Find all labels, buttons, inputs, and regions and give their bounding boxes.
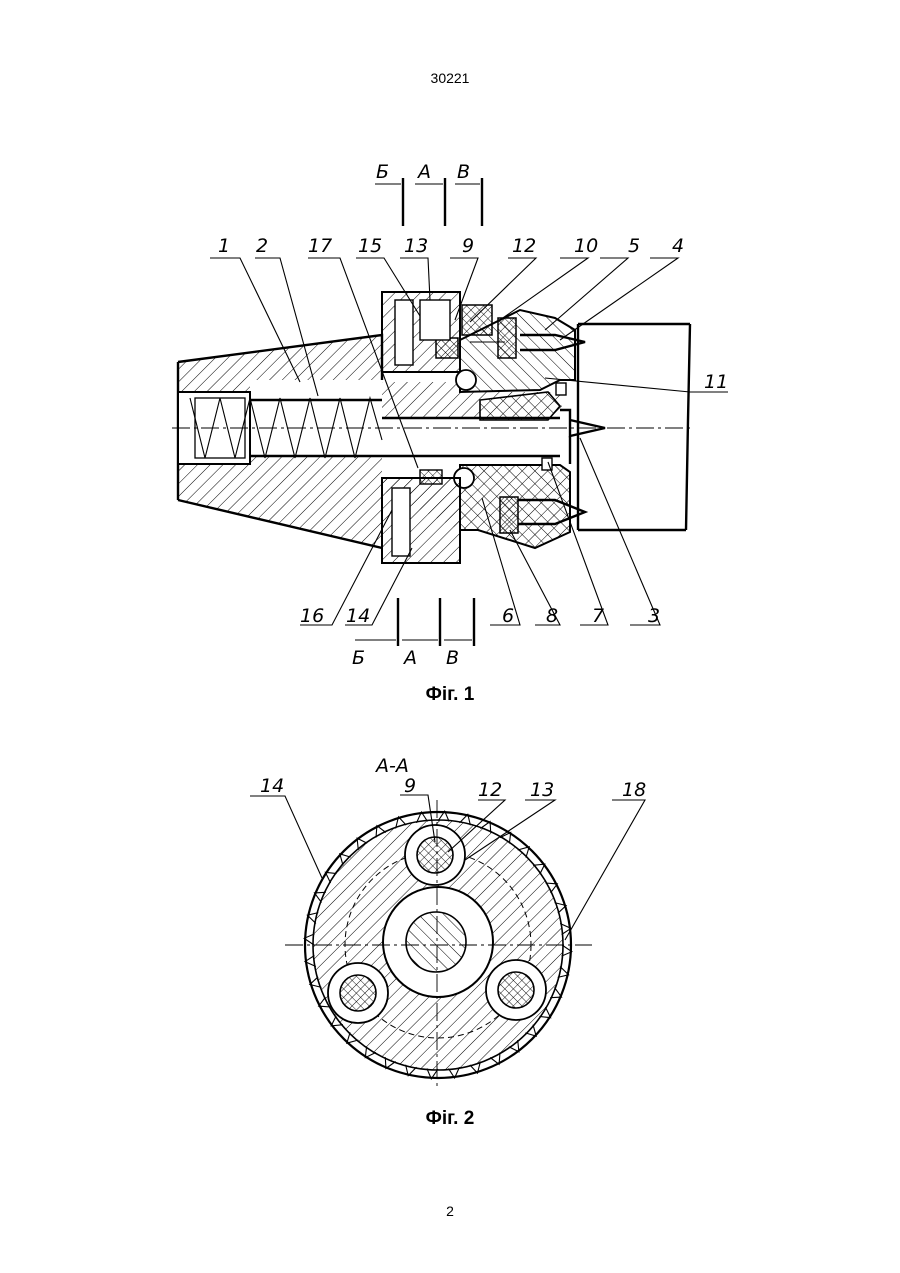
fig2-label-14: 14	[260, 775, 284, 797]
section-marks-bottom: Б А В	[352, 598, 474, 669]
fig1-label-7: 7	[592, 605, 604, 627]
fig1-label-6: 6	[502, 605, 514, 627]
section-marks-top: Б А В	[375, 161, 482, 226]
fig1-label-9: 9	[462, 235, 474, 257]
fig1-label-13: 13	[404, 235, 428, 257]
figure-1-drawing: Б А В	[172, 161, 728, 669]
section-mark-v-bottom: В	[446, 647, 459, 669]
fig1-label-15: 15	[358, 235, 382, 257]
fig1-label-2: 2	[256, 235, 268, 257]
fig1-label-5: 5	[628, 235, 640, 257]
figure-1-caption: Фіг. 1	[0, 684, 900, 706]
fig1-label-3: 3	[648, 605, 660, 627]
fig2-section-title: А-А	[374, 755, 409, 777]
fig1-label-11: 11	[704, 371, 728, 393]
fig1-label-16: 16	[300, 605, 324, 627]
section-mark-a-bottom: А	[402, 647, 417, 669]
fig2-label-9: 9	[404, 775, 416, 797]
page-number: 2	[0, 1203, 900, 1219]
fig1-label-12: 12	[512, 235, 536, 257]
figure-2-drawing: А-А 14 9 12 13 18	[250, 755, 646, 1090]
fig1-label-14: 14	[346, 605, 370, 627]
section-mark-b-top: Б	[376, 161, 389, 183]
fig1-label-8: 8	[546, 605, 558, 627]
fig2-label-18: 18	[622, 779, 646, 801]
fig1-label-1: 1	[218, 235, 230, 257]
fig1-label-17: 17	[308, 235, 332, 257]
fig2-label-13: 13	[530, 779, 554, 801]
fig1-label-4: 4	[672, 235, 684, 257]
figure-2-caption: Фіг. 2	[0, 1108, 900, 1130]
section-mark-v-top: В	[457, 161, 470, 183]
section-mark-b-bottom: Б	[352, 647, 365, 669]
fig2-label-12: 12	[478, 779, 502, 801]
fig1-label-10: 10	[574, 235, 598, 257]
section-mark-a-top: А	[416, 161, 431, 183]
